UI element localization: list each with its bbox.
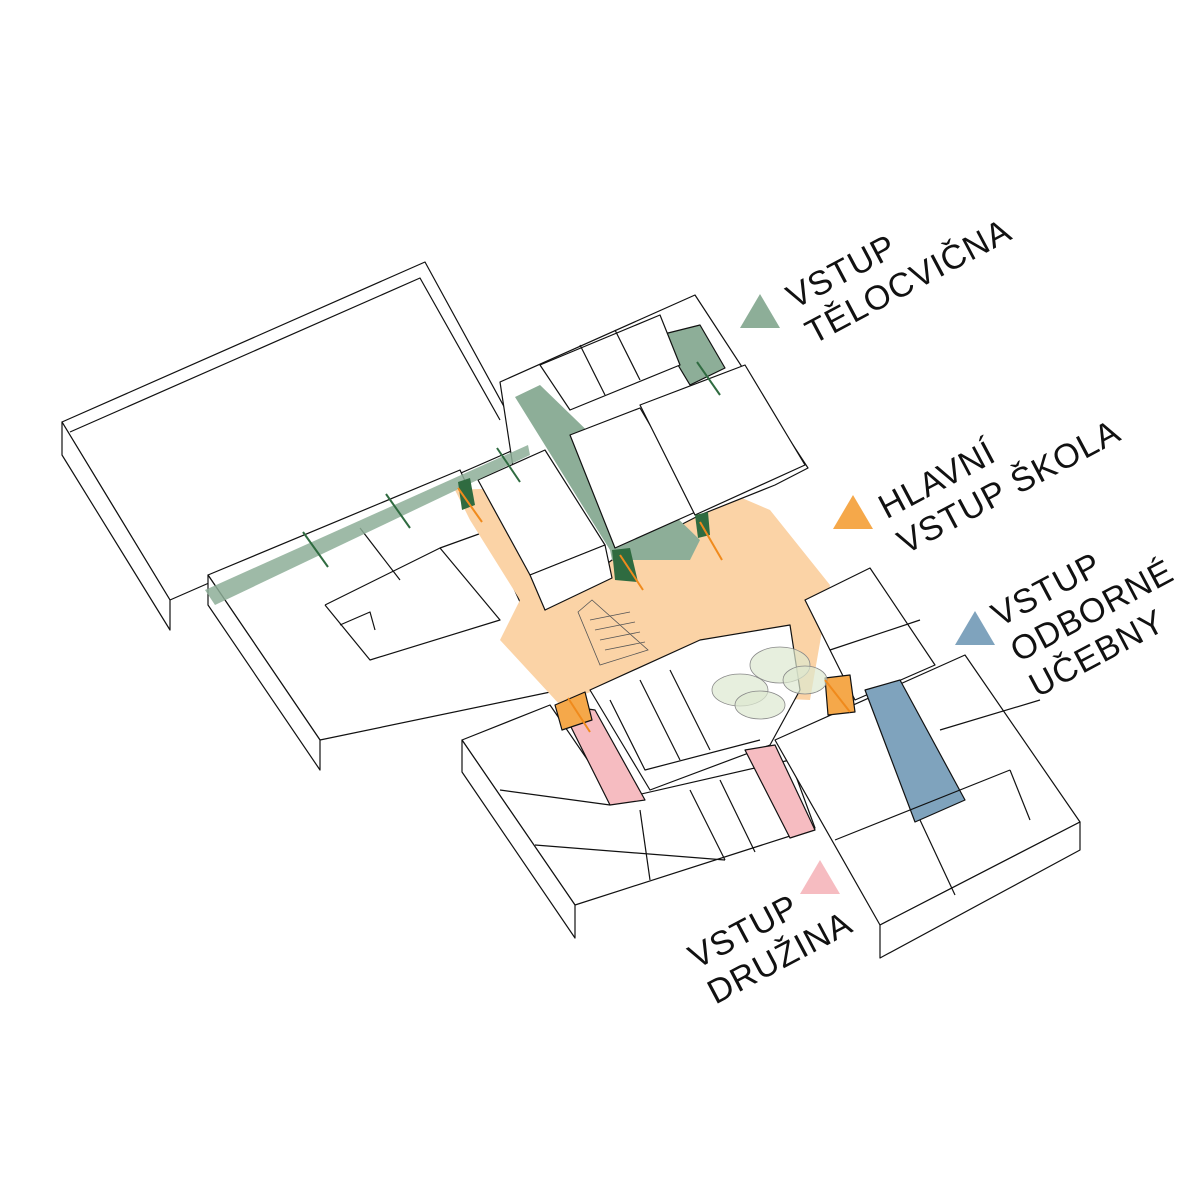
- central-block: [589, 624, 801, 791]
- tree-icons: [711, 646, 828, 720]
- labs-corridor: [864, 679, 966, 823]
- stairs-icon: [577, 599, 649, 666]
- gym-block-front: [61, 421, 171, 631]
- entrance-marker-labs: [955, 611, 995, 645]
- entrance-marker-main: [833, 495, 873, 529]
- labs-block-front: [879, 821, 1081, 959]
- south-block-front: [461, 739, 576, 939]
- entrance-marker-gym: [740, 294, 780, 328]
- circulation-arrows: [302, 361, 851, 733]
- gym-corridor: [659, 324, 726, 386]
- left-wing-front: [207, 574, 321, 771]
- entrance-marker-club: [800, 860, 840, 894]
- east-block: [804, 567, 936, 701]
